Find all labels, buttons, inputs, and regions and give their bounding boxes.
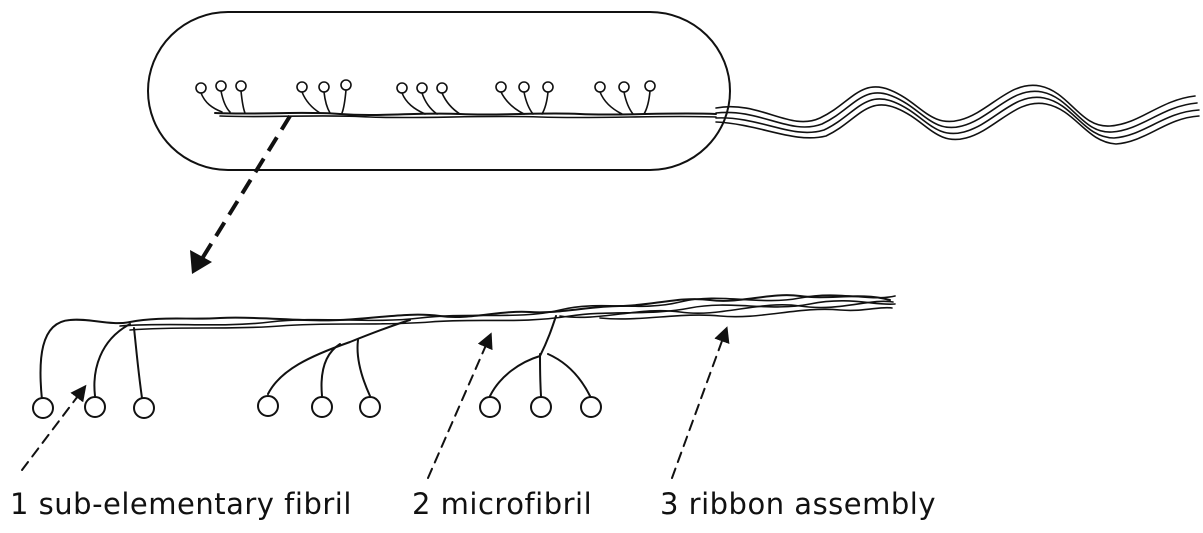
bacterial-cell bbox=[148, 12, 730, 170]
pointer-arrow-ribbon-assembly bbox=[672, 330, 726, 478]
label-sub-elementary-fibril: 1 sub-elementary fibril bbox=[10, 487, 352, 521]
magnified-fibril-assembly bbox=[33, 295, 895, 418]
label-ribbon-assembly: 3 ribbon assembly bbox=[660, 487, 936, 521]
magnification-arrow-head bbox=[190, 250, 212, 274]
extruded-twisted-ribbon bbox=[716, 85, 1199, 144]
pointer-arrow-sub-elementary-fibril bbox=[22, 388, 84, 470]
label-microfibril: 2 microfibril bbox=[412, 487, 592, 521]
